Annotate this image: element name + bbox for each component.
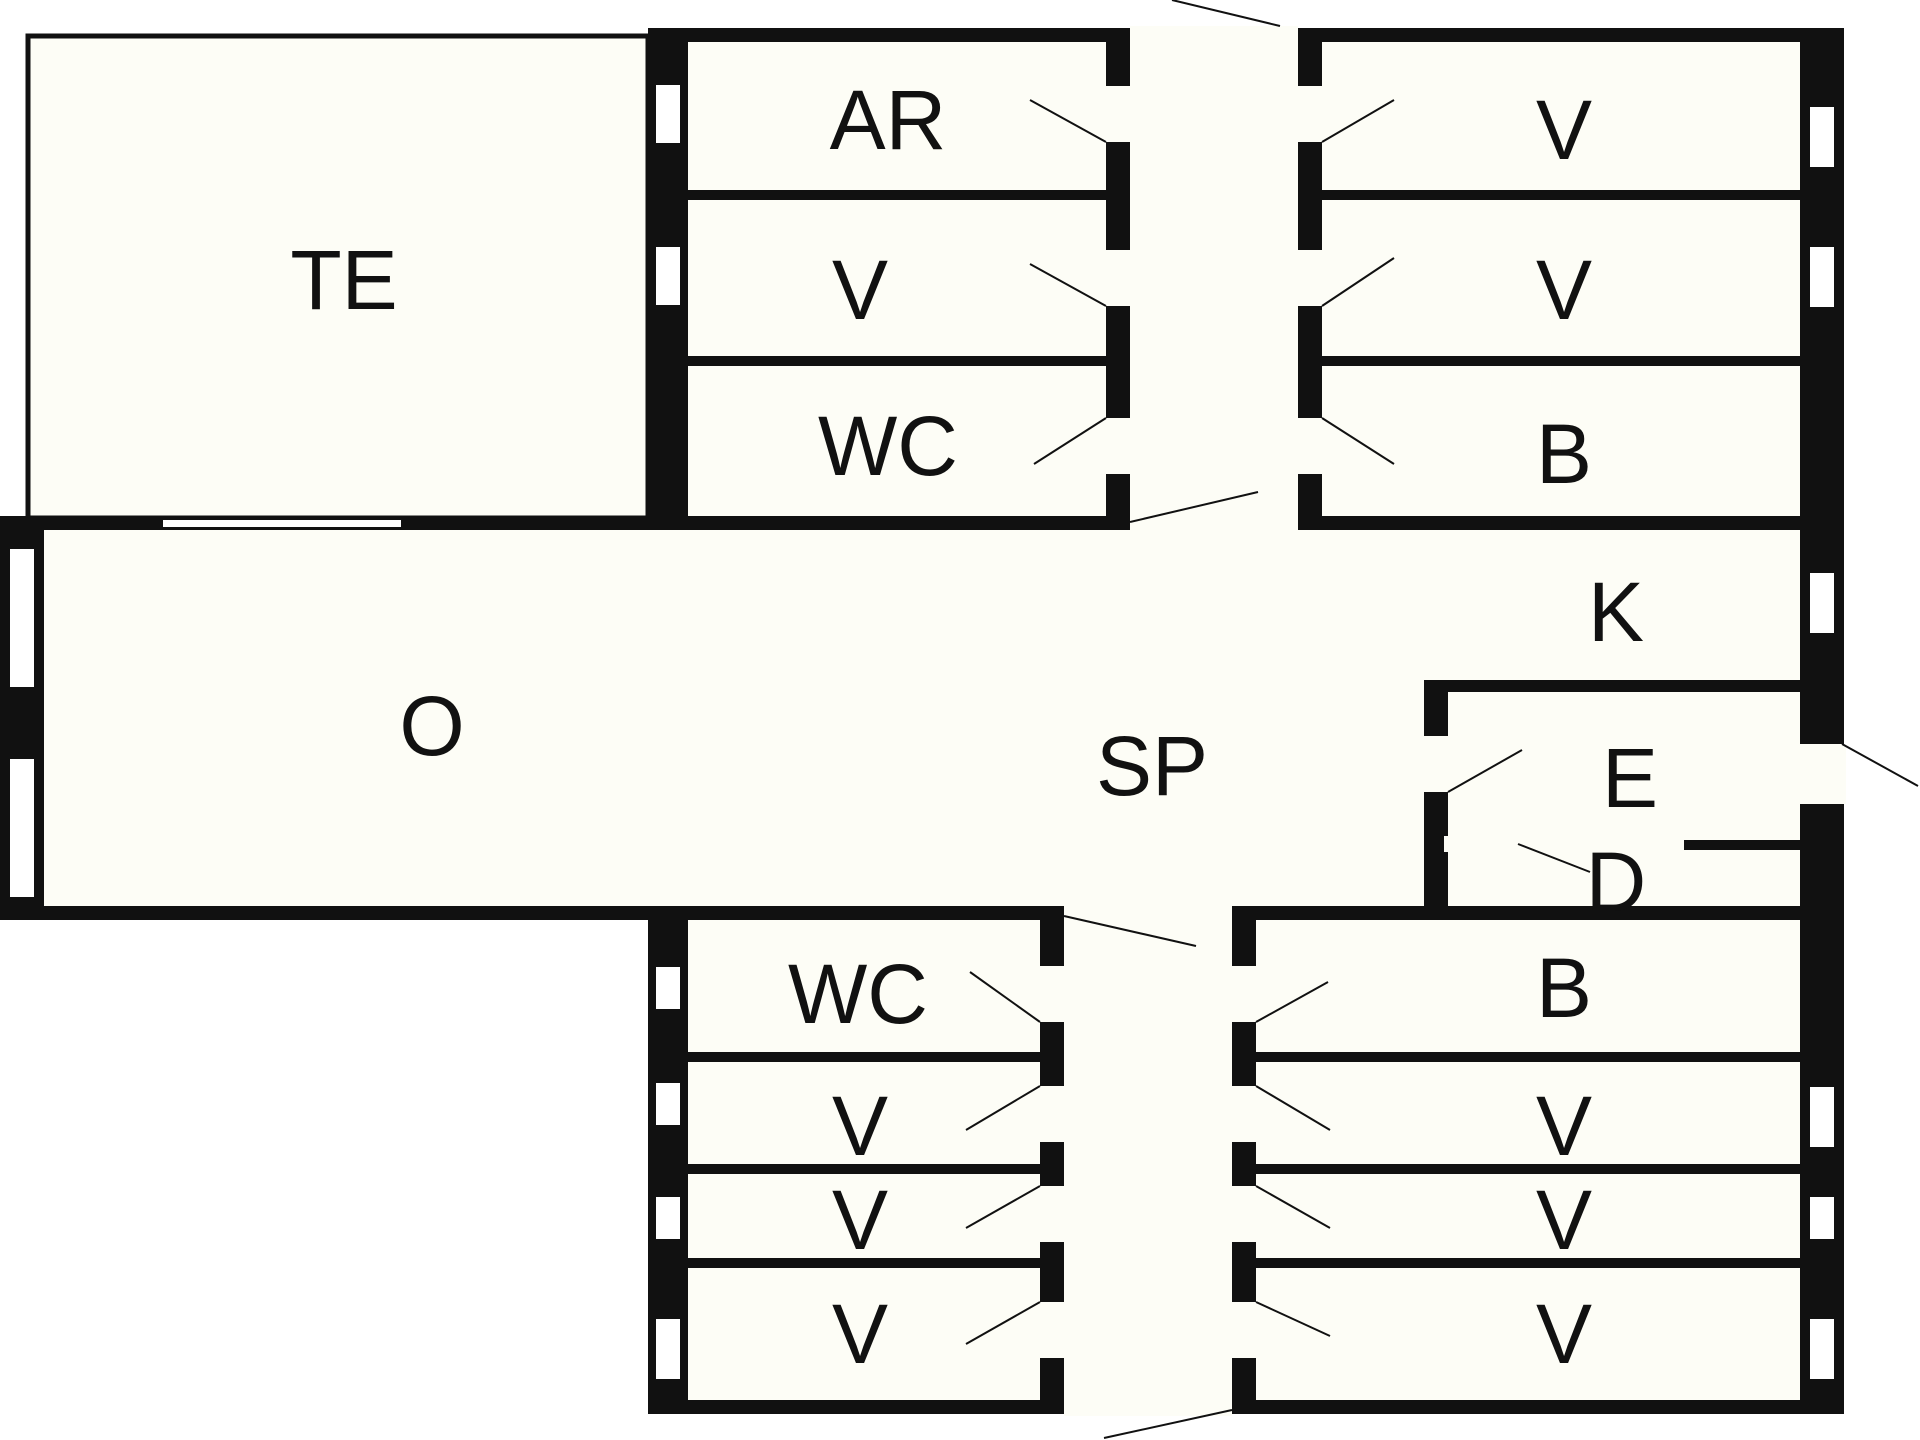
room-label-te: TE [290,233,397,327]
door-gaps [1038,86,1846,1358]
room-label-v: V [1536,83,1592,177]
room-label-k: K [1588,565,1644,659]
room-label-v: V [832,1173,888,1267]
room-label-wc: WC [788,947,928,1041]
room-label-v: V [1536,1173,1592,1267]
room-label-v: V [832,243,888,337]
room-label-ar: AR [830,73,947,167]
room-label-e: E [1602,731,1658,825]
room-label-d: D [1586,835,1647,929]
room-label-b: B [1536,941,1592,1035]
room-label-v: V [1536,1079,1592,1173]
room-label-wc: WC [818,399,958,493]
room-label-v: V [1536,1287,1592,1381]
room-label-v: V [832,1287,888,1381]
room-label-v: V [1536,243,1592,337]
room-label-sp: SP [1096,719,1208,813]
room-label-b: B [1536,407,1592,501]
room-labels: TE AR V WC V V B O SP K E D WC V V V B V… [290,73,1658,1381]
windows [8,83,1836,1381]
door-swings [965,0,1919,1439]
room-label-v: V [832,1079,888,1173]
corridor-openings [1064,26,1684,1416]
room-label-o: O [399,679,464,773]
